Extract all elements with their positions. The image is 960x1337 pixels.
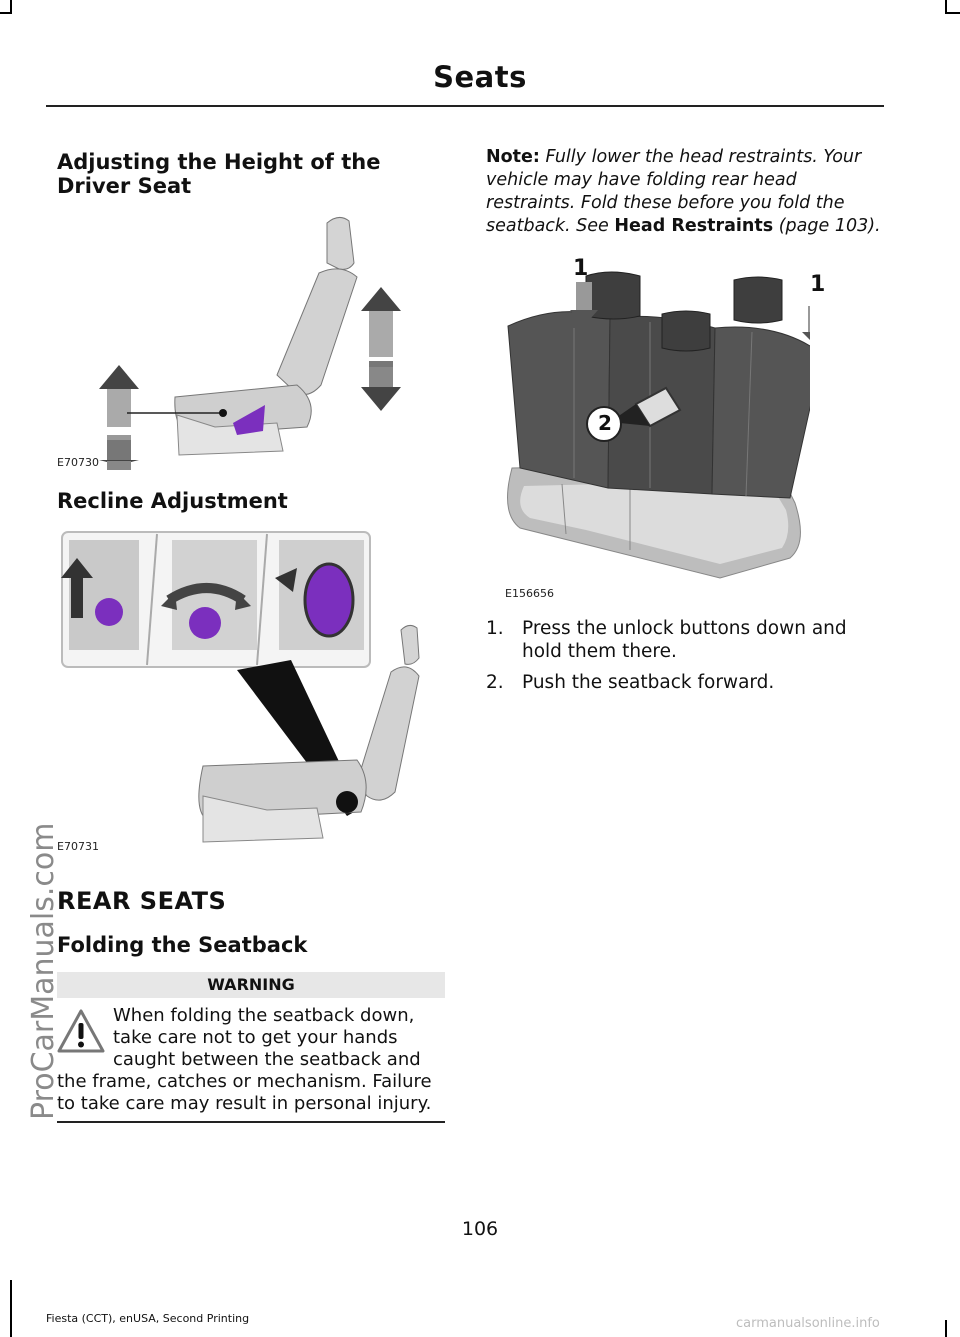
warning-title: WARNING	[57, 972, 445, 998]
note-paragraph: Note: Fully lower the head restraints. Y…	[486, 146, 886, 238]
note-text: Fully lower the head restraints. Your ve…	[486, 147, 862, 236]
unlock-arrow-left	[570, 282, 598, 326]
crop-mark	[10, 0, 12, 14]
folding-steps: 1. Press the unlock buttons down and hold…	[486, 617, 886, 702]
crop-mark	[0, 12, 12, 14]
page-header-title: Seats	[433, 60, 527, 94]
step-number: 2.	[486, 672, 504, 693]
step-number: 1.	[486, 618, 504, 639]
list-item: 1. Press the unlock buttons down and hold…	[486, 617, 886, 663]
list-item: 2. Push the seatback forward.	[486, 671, 886, 694]
callout-1-right: 1	[810, 272, 826, 297]
crop-mark	[10, 1280, 12, 1337]
warning-divider	[57, 1121, 445, 1123]
recline-figure-code: E70731	[57, 840, 99, 853]
warning-box: When folding the seatback down, take car…	[57, 1005, 447, 1115]
rear-figure-code: E156656	[505, 587, 554, 600]
folding-heading: Folding the Seatback	[57, 933, 308, 957]
warning-triangle-icon	[57, 1009, 105, 1053]
crop-mark	[945, 1320, 947, 1337]
footer-site: carmanualsonline.info	[736, 1316, 880, 1331]
callout-2: 2	[598, 411, 612, 435]
rear-seat-illustration	[507, 271, 810, 579]
height-arrow-right	[361, 287, 401, 411]
height-heading: Adjusting the Height of the Driver Seat	[57, 150, 381, 198]
crop-mark	[945, 0, 947, 14]
recline-illustration	[61, 531, 420, 843]
note-label: Note:	[486, 147, 540, 167]
page-number: 106	[461, 1218, 499, 1240]
rear-seats-heading: REAR SEATS	[57, 887, 227, 915]
step-text: Press the unlock buttons down and hold t…	[522, 618, 847, 662]
height-figure-code: E70730	[57, 456, 99, 469]
recline-heading: Recline Adjustment	[57, 489, 288, 513]
note-page-ref: (page 103).	[778, 216, 881, 236]
callout-1-left: 1	[573, 256, 589, 281]
footer-text: Fiesta (CCT), enUSA, Second Printing	[46, 1312, 250, 1325]
unlock-arrow-right	[802, 306, 810, 340]
crop-mark	[947, 12, 960, 14]
height-arrow-left	[99, 365, 139, 470]
head-restraints-link[interactable]: Head Restraints	[614, 216, 774, 236]
warning-text: When folding the seatback down, take car…	[57, 1005, 432, 1114]
step-text: Push the seatback forward.	[522, 672, 775, 693]
seat-height-illustration	[99, 217, 401, 470]
header-divider	[46, 105, 884, 107]
